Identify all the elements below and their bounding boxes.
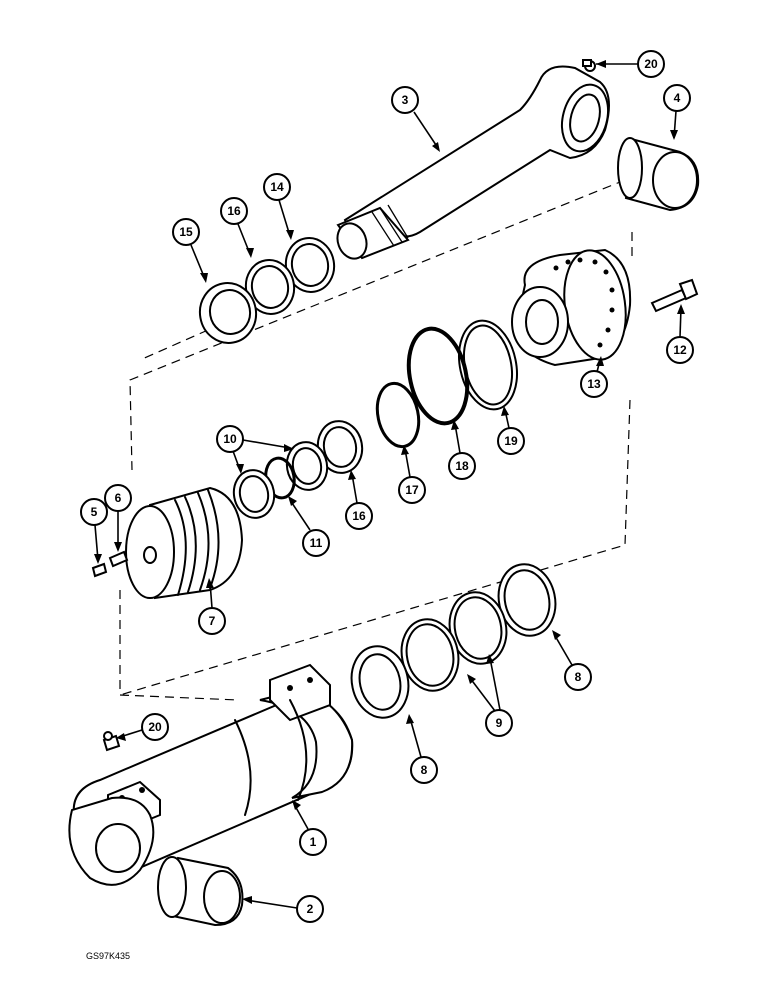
bushing-bottom	[157, 856, 244, 927]
wear-ring-8-left	[350, 645, 410, 719]
callout-14: 14	[263, 173, 294, 240]
callouts: 20 3 4 14 16	[80, 50, 694, 923]
svg-text:10: 10	[223, 432, 237, 446]
cylinder-barrel	[68, 663, 354, 886]
grease-fitting-top	[582, 59, 596, 72]
svg-text:12: 12	[673, 343, 687, 357]
piston-rod	[336, 65, 610, 260]
svg-text:20: 20	[148, 720, 162, 734]
svg-text:9: 9	[496, 716, 503, 730]
wiper-seal-15	[198, 282, 258, 344]
callout-1: 1	[292, 800, 327, 856]
callout-5: 5	[80, 498, 108, 564]
o-ring-18	[406, 326, 470, 426]
svg-text:6: 6	[115, 491, 122, 505]
svg-text:16: 16	[227, 204, 241, 218]
callout-19: 19	[497, 406, 525, 455]
svg-text:8: 8	[421, 763, 428, 777]
seal-ring-16-middle	[316, 420, 364, 474]
svg-text:2: 2	[307, 902, 314, 916]
callout-9: 9	[467, 654, 513, 737]
svg-text:11: 11	[310, 536, 323, 550]
svg-text:4: 4	[674, 91, 681, 105]
callout-11: 11	[288, 496, 330, 557]
assembly-guide-lines	[119, 179, 633, 701]
svg-text:19: 19	[504, 434, 518, 448]
callout-8-left: 8	[406, 714, 438, 784]
callout-15: 15	[172, 218, 208, 283]
o-ring-17	[375, 381, 421, 449]
svg-text:3: 3	[402, 93, 409, 107]
bushing-top	[617, 137, 700, 212]
reference-code: GS97K435	[86, 951, 130, 961]
callout-12: 12	[666, 304, 694, 364]
set-screw-5	[91, 562, 108, 578]
seal-ring-9-right	[448, 591, 508, 665]
svg-text:16: 16	[352, 509, 366, 523]
callout-20-bottom: 20	[116, 713, 169, 741]
seal-ring-9-left	[400, 618, 460, 692]
callout-16-middle: 16	[345, 470, 373, 530]
svg-text:20: 20	[644, 57, 658, 71]
wear-ring-8-right	[497, 563, 557, 637]
pin-6	[108, 550, 129, 568]
callout-13: 13	[580, 356, 608, 398]
svg-text:8: 8	[575, 670, 582, 684]
callout-3: 3	[391, 86, 440, 152]
cylinder-head	[511, 248, 632, 367]
callout-10: 10	[216, 425, 294, 474]
svg-text:1: 1	[310, 835, 317, 849]
callout-16-top: 16	[220, 197, 254, 258]
svg-text:14: 14	[270, 180, 284, 194]
callout-8-right: 8	[552, 630, 592, 691]
svg-text:15: 15	[179, 225, 193, 239]
callout-4: 4	[663, 84, 691, 140]
seal-ring-14	[284, 237, 336, 293]
callout-6: 6	[104, 484, 132, 552]
callout-7: 7	[198, 578, 226, 635]
svg-text:18: 18	[455, 459, 469, 473]
piston	[125, 486, 244, 600]
callout-2: 2	[242, 895, 324, 923]
svg-text:7: 7	[209, 614, 216, 628]
callout-17: 17	[398, 445, 426, 504]
svg-text:13: 13	[587, 377, 601, 391]
bolt	[650, 278, 699, 313]
wear-ring-10-left	[232, 469, 276, 519]
grease-fitting-bottom	[102, 731, 121, 752]
svg-text:17: 17	[405, 483, 419, 497]
callout-18: 18	[448, 420, 476, 480]
svg-text:5: 5	[91, 505, 98, 519]
callout-20-top: 20	[596, 50, 665, 78]
